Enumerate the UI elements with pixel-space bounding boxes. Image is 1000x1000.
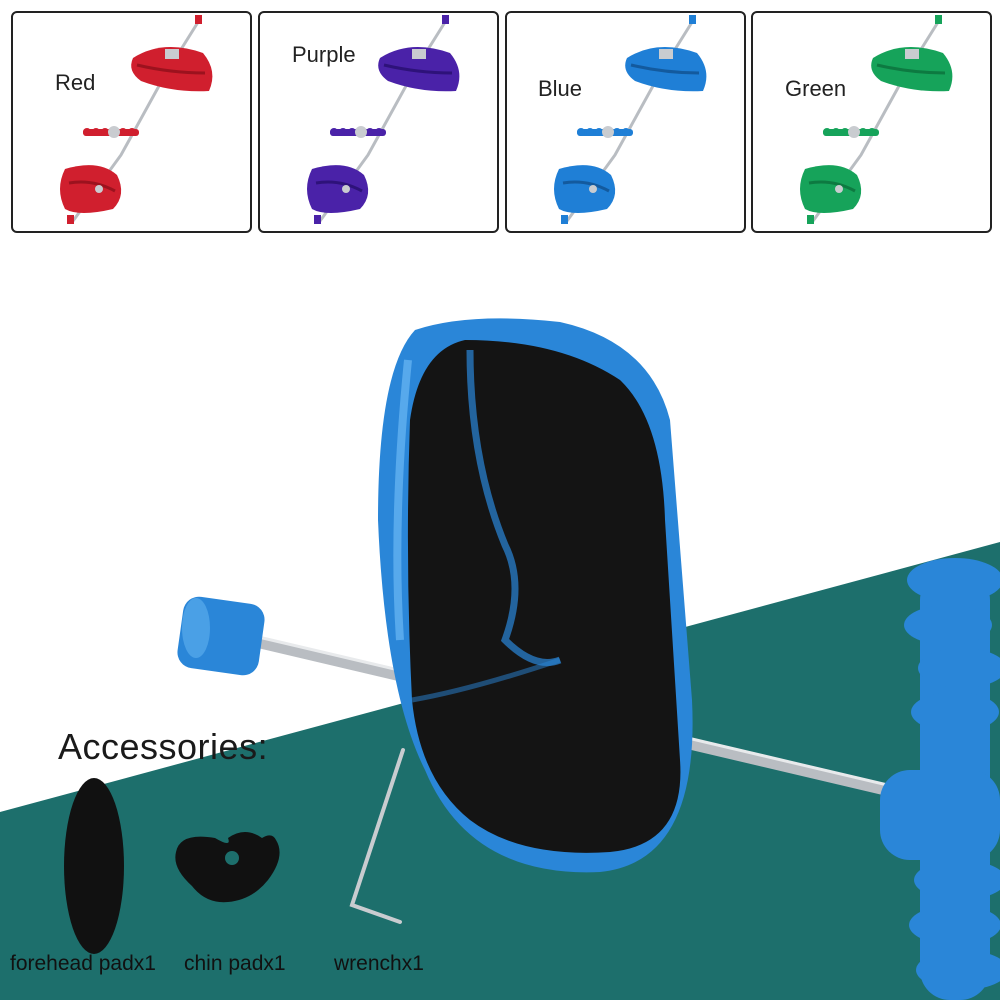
variant-label: Red	[55, 70, 96, 95]
variant-card-blue[interactable]: Blue	[505, 11, 746, 233]
headgear-illustration	[800, 15, 953, 224]
ribbed-adjuster	[880, 558, 1000, 1000]
variant-label: Blue	[538, 76, 583, 101]
variant-label: Green	[785, 76, 847, 101]
forehead-pad-accessory	[64, 778, 124, 954]
wrench-label: wrenchx1	[334, 952, 424, 975]
foam-pad	[407, 340, 681, 853]
headgear-illustration	[60, 15, 213, 224]
accessories-title: Accessories:	[58, 726, 269, 767]
variant-card-red[interactable]: Red	[11, 11, 252, 233]
chin-pad-label: chin padx1	[184, 952, 286, 975]
variant-label: Purple	[292, 42, 356, 67]
headgear-illustration	[554, 15, 707, 224]
wrench-accessory	[349, 748, 405, 924]
rod-end-cap	[177, 596, 265, 676]
variant-card-purple[interactable]: Purple	[258, 11, 499, 233]
variant-card-green[interactable]: Green	[751, 11, 992, 233]
headgear-illustration	[307, 15, 460, 224]
forehead-pad-label: forehead padx1	[10, 952, 156, 975]
chin-pad-accessory	[175, 832, 280, 903]
forehead-pad-shell	[378, 318, 693, 873]
